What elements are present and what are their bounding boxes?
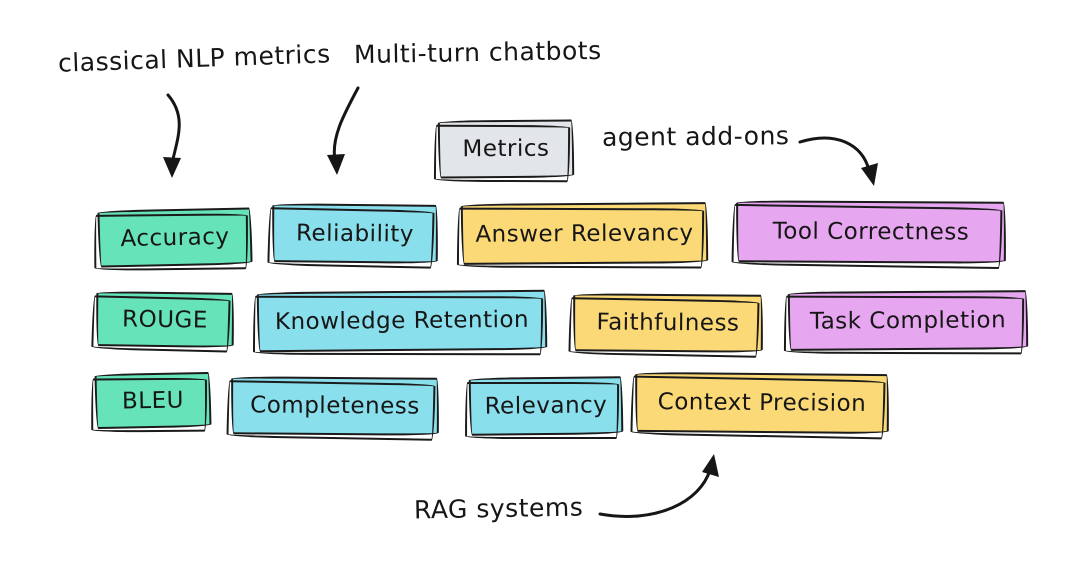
box-knowledge-retention-label: Knowledge Retention bbox=[274, 306, 530, 336]
classical-nlp-metrics-label: classical NLP metrics bbox=[57, 39, 332, 78]
multi-turn-chatbots-label: Multi-turn chatbots bbox=[353, 35, 602, 70]
arrow-rag-systems-to-context-precision bbox=[598, 454, 719, 518]
box-context-precision-label: Context Precision bbox=[657, 389, 867, 417]
box-tool-correctness: Tool Correctness bbox=[735, 200, 1007, 264]
box-faithfulness: Faithfulness bbox=[572, 293, 764, 353]
box-relevancy-label: Relevancy bbox=[484, 392, 608, 420]
box-task-completion-label: Task Completion bbox=[809, 306, 1007, 335]
box-rouge-label: ROUGE bbox=[121, 305, 209, 334]
box-bleu-label: BLEU bbox=[121, 386, 185, 415]
box-bleu: BLEU bbox=[94, 371, 212, 430]
box-completeness-label: Completeness bbox=[250, 392, 420, 420]
box-accuracy-label: Accuracy bbox=[120, 223, 230, 252]
box-answer-relevancy-label: Answer Relevancy bbox=[475, 219, 694, 248]
box-completeness: Completeness bbox=[230, 376, 440, 436]
box-tool-correctness-label: Tool Correctness bbox=[772, 218, 970, 246]
box-context-precision: Context Precision bbox=[634, 371, 890, 435]
arrow-multi-turn-to-reliability bbox=[327, 86, 360, 175]
box-accuracy: Accuracy bbox=[97, 207, 253, 268]
box-reliability-label: Reliability bbox=[295, 219, 415, 248]
box-faithfulness-label: Faithfulness bbox=[596, 309, 740, 337]
agent-add-ons-label: agent add-ons bbox=[601, 121, 790, 152]
metrics-title-text: Metrics bbox=[462, 135, 550, 163]
box-rouge: ROUGE bbox=[95, 291, 235, 348]
box-task-completion: Task Completion bbox=[787, 290, 1029, 351]
box-reliability: Reliability bbox=[271, 203, 439, 264]
metrics-title-box: Metrics bbox=[437, 119, 575, 179]
box-answer-relevancy: Answer Relevancy bbox=[460, 202, 709, 265]
arrow-classical-nlp-to-accuracy bbox=[163, 93, 181, 178]
arrow-agent-add-ons-to-tool-correctness bbox=[798, 136, 878, 186]
box-relevancy: Relevancy bbox=[468, 376, 624, 436]
box-knowledge-retention: Knowledge Retention bbox=[256, 289, 548, 353]
rag-systems-label: RAG systems bbox=[413, 492, 584, 525]
